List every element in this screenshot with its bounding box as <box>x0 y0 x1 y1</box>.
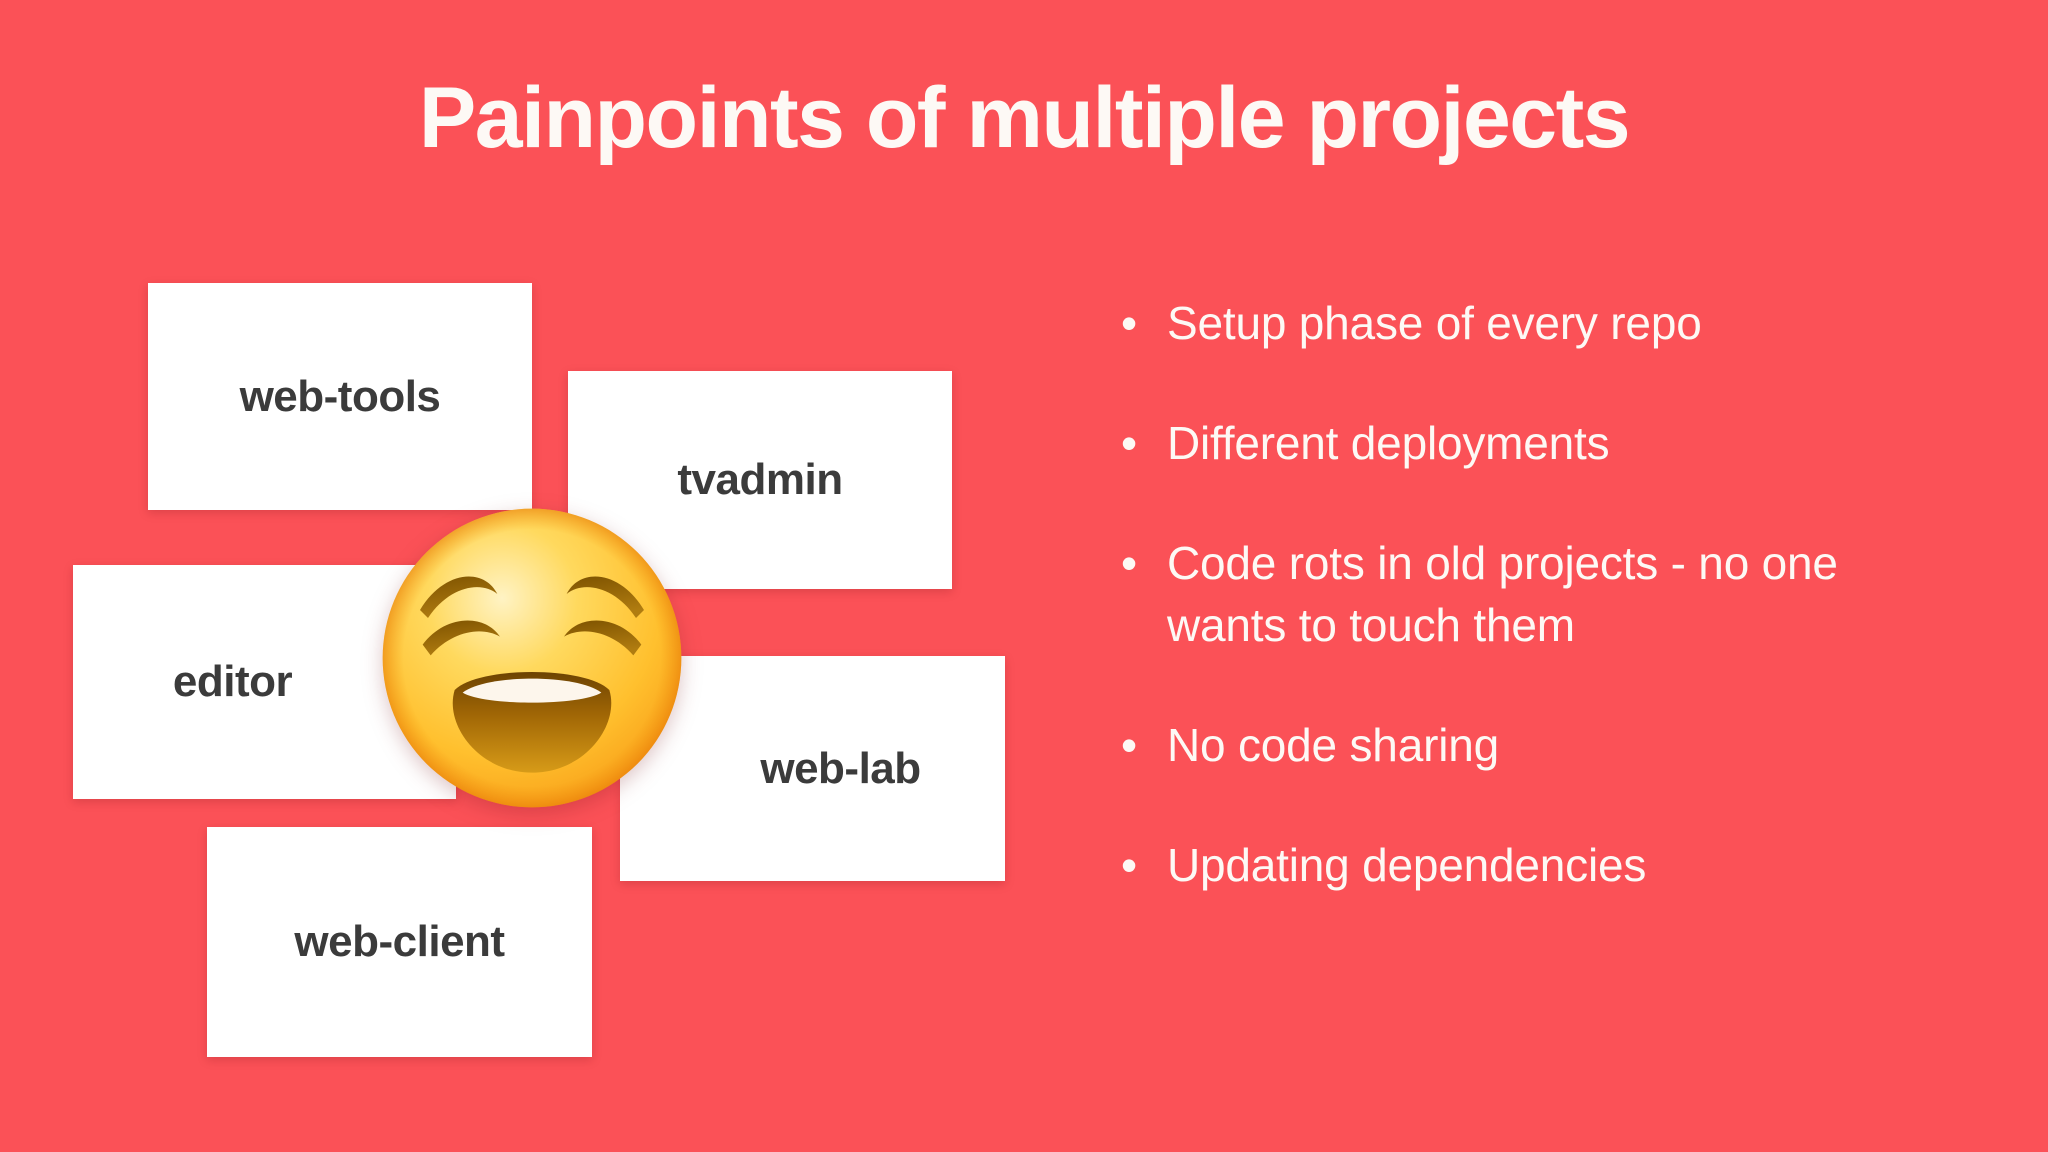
bullet-icon: • <box>1121 297 1138 349</box>
bullet-icon: • <box>1121 417 1138 469</box>
project-card-web-lab: web-lab <box>620 656 1005 881</box>
painpoint-list: • Setup phase of every repo • Different … <box>1115 292 1915 896</box>
project-card-label: web-client <box>294 917 505 966</box>
project-card-label: web-tools <box>239 371 441 421</box>
project-card-label: web-lab <box>760 743 921 793</box>
bullet-icon: • <box>1121 719 1138 771</box>
list-item-label: Updating dependencies <box>1167 839 1647 891</box>
weary-face-emoji-icon <box>372 498 692 818</box>
list-item: • Code rots in old projects - no one wan… <box>1115 532 1915 656</box>
list-item-label: Different deployments <box>1167 417 1610 469</box>
page-title: Painpoints of multiple projects <box>418 70 1631 166</box>
project-card-label: tvadmin <box>677 455 843 504</box>
list-item-label: No code sharing <box>1167 719 1499 771</box>
list-item-label: Setup phase of every repo <box>1167 297 1702 349</box>
list-item: • Different deployments <box>1115 412 1915 474</box>
list-item: • No code sharing <box>1115 714 1915 776</box>
list-item: • Setup phase of every repo <box>1115 292 1915 354</box>
project-card-label: editor <box>172 657 293 706</box>
project-card-web-tools: web-tools <box>148 283 532 510</box>
list-item: • Updating dependencies <box>1115 834 1915 896</box>
bullet-icon: • <box>1121 839 1138 891</box>
list-item-label: Code rots in old projects - no one wants… <box>1167 537 1838 651</box>
bullet-icon: • <box>1121 537 1138 589</box>
project-card-web-client: web-client <box>207 827 592 1057</box>
